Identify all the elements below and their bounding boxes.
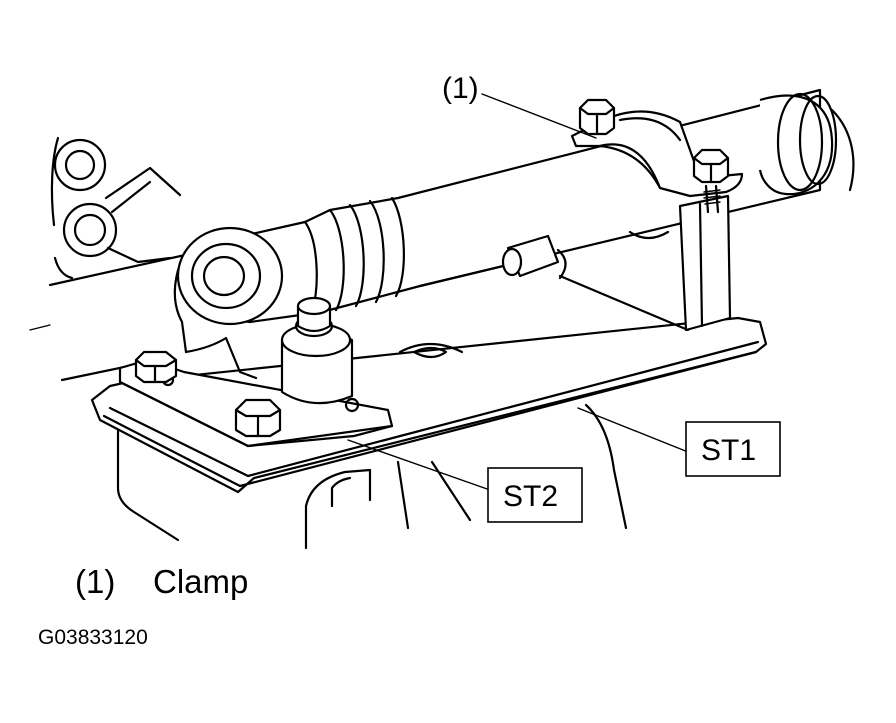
gearbox-housing xyxy=(50,136,182,280)
leader-lines xyxy=(347,93,689,491)
callout-1-label: (1) xyxy=(442,72,479,105)
st2-label: ST2 xyxy=(503,480,558,513)
clamp xyxy=(570,98,744,214)
pipe-end xyxy=(173,226,284,354)
locating-pin xyxy=(501,234,567,280)
figure-code: G03833120 xyxy=(38,626,148,649)
legend: (1) Clamp xyxy=(75,563,248,601)
st2-callout: ST2 xyxy=(487,467,583,523)
st1-callout: ST1 xyxy=(685,421,781,477)
legend-number: (1) xyxy=(75,563,116,600)
clamp-bracket xyxy=(558,194,732,332)
rack-tube xyxy=(188,88,855,324)
base-slot xyxy=(398,342,464,359)
legend-text: Clamp xyxy=(153,563,249,600)
hex-bolt xyxy=(234,398,282,438)
st1-label: ST1 xyxy=(701,434,756,467)
hex-bolt xyxy=(134,350,178,384)
